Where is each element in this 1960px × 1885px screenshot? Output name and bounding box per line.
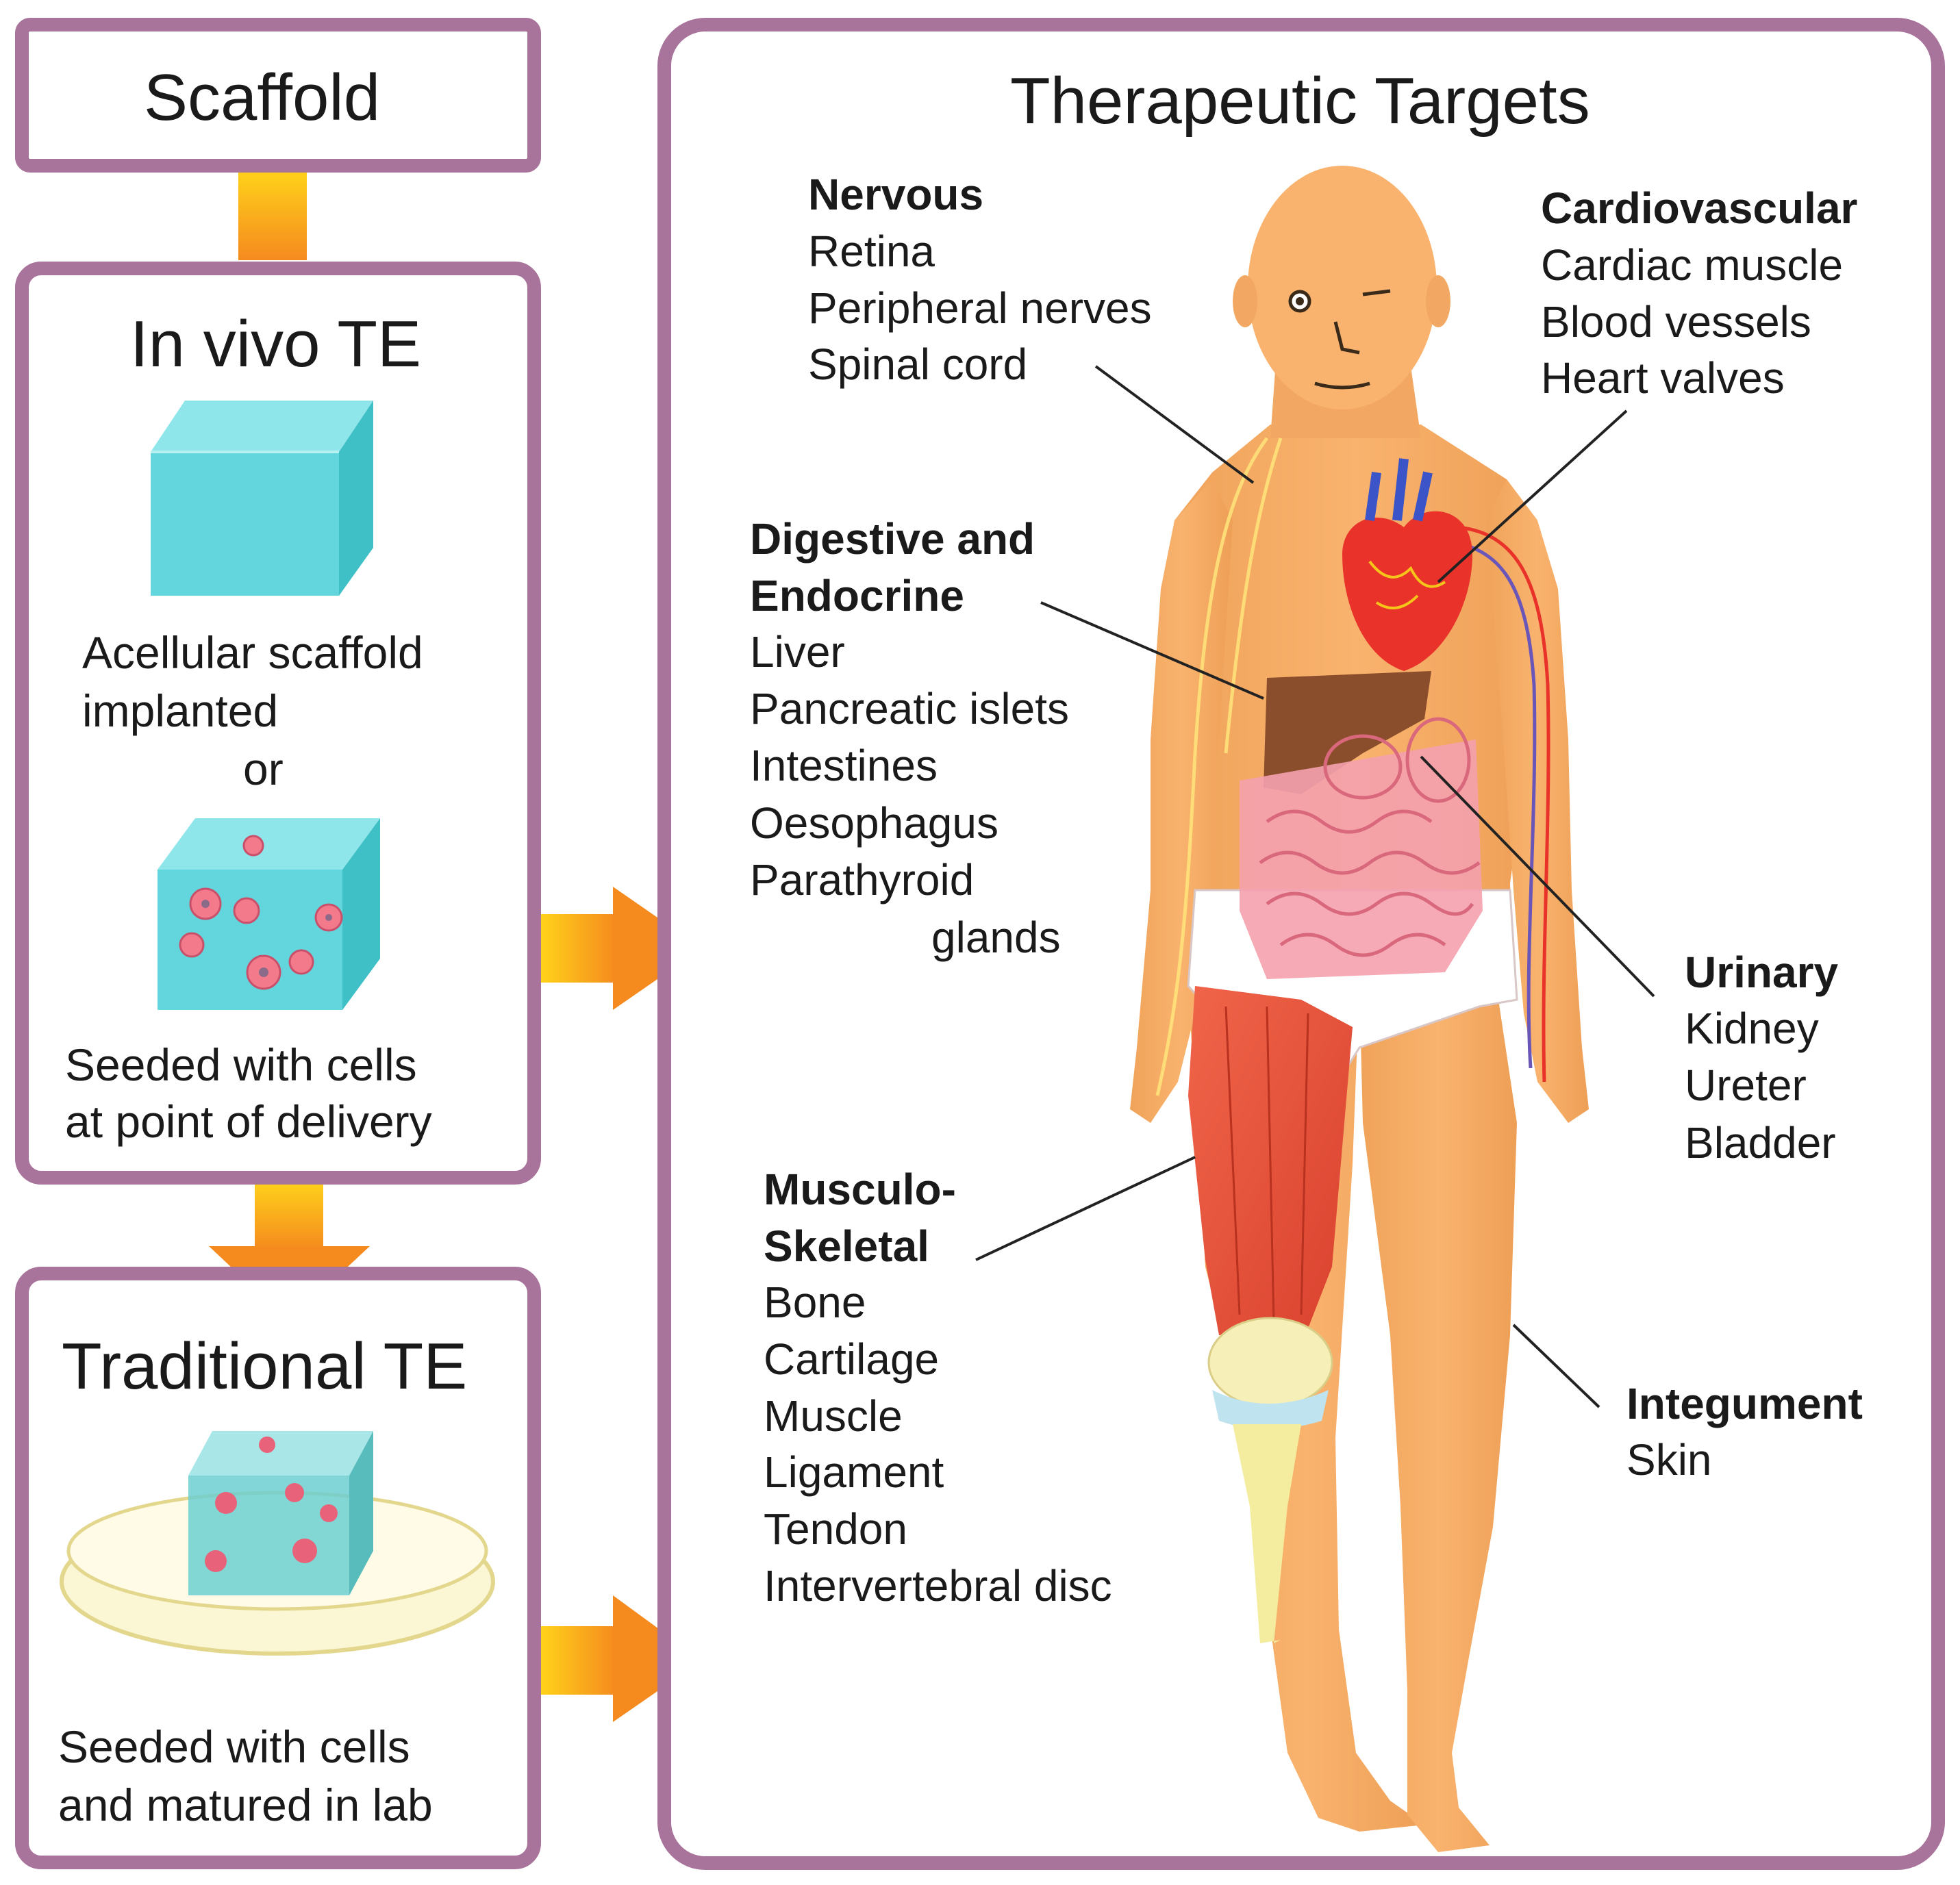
invivo-title: In vivo TE	[130, 307, 422, 381]
seeded-delivery-line2: at point of delivery	[65, 1096, 432, 1147]
digestive-heading-line2: Endocrine	[750, 571, 964, 620]
petri-dish-cube-icon	[60, 1431, 495, 1656]
musculoskeletal-item: Cartilage	[764, 1334, 940, 1384]
urinary-item: Kidney	[1685, 1004, 1819, 1053]
seeded-delivery-line1: Seeded with cells	[65, 1039, 417, 1090]
digestive-item: glands	[931, 913, 1061, 962]
therapeutic-targets-title: Therapeutic Targets	[1010, 64, 1590, 138]
digestive-item: Liver	[750, 627, 845, 676]
integument-heading: Integument	[1626, 1379, 1863, 1428]
musculoskeletal-heading-line2: Skeletal	[764, 1222, 929, 1271]
digestive-item: Pancreatic islets	[750, 684, 1069, 733]
or-label: or	[243, 744, 284, 794]
musculoskeletal-item: Intervertebral disc	[764, 1561, 1112, 1610]
acellular-scaffold-cube-icon	[151, 401, 373, 596]
nervous-item: Spinal cord	[808, 340, 1028, 389]
arrow-scaffold-to-invivo	[238, 171, 307, 260]
human-body-figure	[975, 166, 1655, 1852]
scaffold-title: Scaffold	[144, 61, 381, 134]
leader-lines	[975, 365, 1655, 1408]
traditional-line1: Seeded with cells	[58, 1721, 410, 1772]
cell-seeded-cube-icon	[158, 818, 380, 1010]
heart-organ	[1342, 458, 1472, 671]
musculoskeletal-item: Muscle	[764, 1391, 903, 1441]
cardiovascular-item: Blood vessels	[1541, 297, 1811, 346]
cardiovascular-item: Cardiac muscle	[1541, 240, 1844, 290]
nervous-heading: Nervous	[808, 170, 984, 219]
traditional-line2: and matured in lab	[58, 1780, 433, 1830]
traditional-title: Traditional TE	[62, 1330, 468, 1403]
scaffold-box	[15, 18, 541, 173]
urinary-heading: Urinary	[1685, 948, 1839, 997]
musculoskeletal-item: Ligament	[764, 1447, 944, 1497]
digestive-item: Parathyroid	[750, 855, 975, 904]
nervous-item: Peripheral nerves	[808, 283, 1152, 333]
nervous-item: Retina	[808, 227, 935, 276]
integument-item: Skin	[1626, 1435, 1712, 1484]
cardiovascular-item: Heart valves	[1541, 353, 1785, 403]
digestive-item: Intestines	[750, 741, 938, 790]
acellular-label-line2: implanted	[82, 685, 279, 736]
musculoskeletal-heading-line1: Musculo-	[764, 1165, 956, 1214]
musculoskeletal-item: Tendon	[764, 1504, 907, 1554]
urinary-item: Bladder	[1685, 1118, 1836, 1167]
invivo-box	[15, 262, 541, 1185]
cardiovascular-heading: Cardiovascular	[1541, 184, 1858, 233]
musculoskeletal-item: Bone	[764, 1278, 866, 1327]
digestive-item: Oesophagus	[750, 798, 998, 848]
digestive-heading-line1: Digestive and	[750, 514, 1035, 564]
urinary-item: Ureter	[1685, 1061, 1807, 1110]
acellular-label-line1: Acellular scaffold	[82, 627, 423, 678]
